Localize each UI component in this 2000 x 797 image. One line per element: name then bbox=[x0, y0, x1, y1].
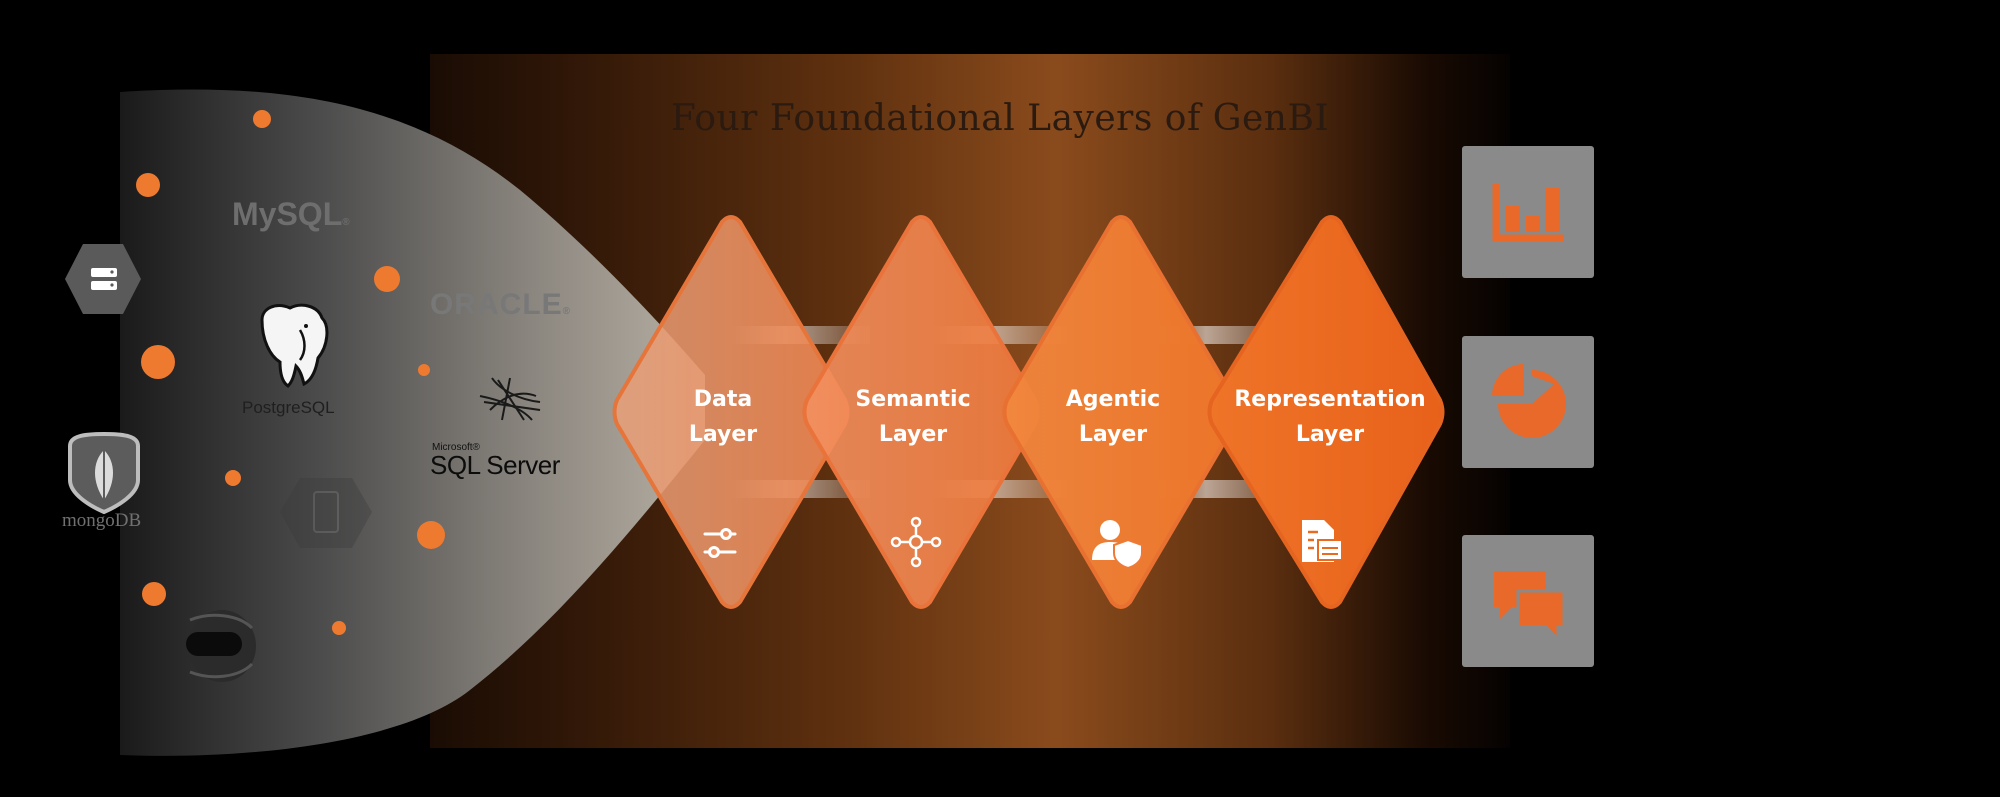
layer-diamond-representation bbox=[1207, 215, 1445, 609]
bar-chart-icon bbox=[1492, 184, 1564, 242]
output-card-chat bbox=[1462, 535, 1594, 667]
pie-chart-icon bbox=[1492, 364, 1566, 438]
layer-label-data: Data Layer bbox=[688, 387, 758, 447]
postgresql-elephant-icon bbox=[260, 303, 329, 388]
postgresql-logo: PostgreSQL bbox=[242, 398, 335, 417]
layer-diamond-agentic bbox=[1002, 215, 1240, 609]
hexagon-db-icon bbox=[280, 478, 372, 548]
report-icon bbox=[1302, 520, 1343, 562]
network-icon bbox=[890, 516, 942, 568]
chat-bubbles-icon bbox=[1494, 571, 1566, 643]
layer-diamond-data bbox=[612, 215, 850, 609]
sqlserver-icon bbox=[479, 377, 541, 421]
layer-label-semantic: Semantic Layer bbox=[855, 387, 971, 447]
elastic-icon bbox=[186, 610, 256, 682]
server-icon bbox=[65, 244, 141, 314]
layer-label-representation: Representation Layer bbox=[1234, 387, 1426, 447]
output-card-bar-chart bbox=[1462, 146, 1594, 278]
diagram-title: Four Foundational Layers of GenBI bbox=[670, 98, 1330, 139]
layer-diamond-semantic bbox=[802, 215, 1040, 609]
sliders-icon bbox=[703, 528, 737, 558]
output-card-pie-chart bbox=[1462, 336, 1594, 468]
sqlserver-vendor: Microsoft® bbox=[432, 442, 480, 453]
mysql-logo: MySQL® bbox=[232, 196, 350, 232]
mongodb-logo: mongoDB bbox=[62, 510, 142, 531]
mongodb-leaf-icon bbox=[68, 431, 140, 515]
oracle-logo: ORACLE® bbox=[430, 288, 572, 321]
user-shield-icon bbox=[1092, 520, 1143, 570]
sqlserver-logo: SQL Server bbox=[430, 450, 560, 480]
layer-label-agentic: Agentic Layer bbox=[1065, 387, 1161, 447]
